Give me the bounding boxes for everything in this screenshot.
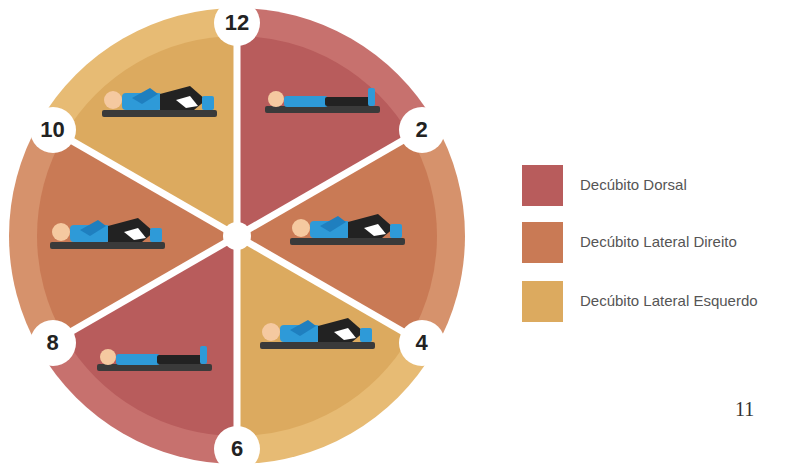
hour-circle: 2 (398, 106, 446, 154)
hour-circle: 12 (213, 0, 261, 47)
legend-label: Decúbito Lateral Direito (580, 233, 737, 250)
legend-swatch (522, 165, 563, 206)
hour-number: 2 (415, 117, 427, 143)
hour-circle: 8 (29, 319, 77, 367)
circle-shape (214, 0, 260, 46)
circle-shape (399, 320, 445, 366)
hour-number: 8 (46, 330, 58, 356)
legend-swatch (522, 281, 563, 322)
hour-number: 4 (415, 330, 427, 356)
legend-label: Decúbito Dorsal (580, 176, 687, 193)
legend-swatch (522, 222, 563, 263)
circle-shape (399, 107, 445, 153)
hour-circle: 10 (29, 106, 77, 154)
legend-label: Decúbito Lateral Esquerdo (580, 292, 758, 309)
circle-shape (30, 320, 76, 366)
hour-number: 6 (231, 436, 243, 462)
hour-circle: 6 (213, 425, 261, 464)
circle-shape (30, 107, 76, 153)
hour-number: 10 (40, 117, 64, 143)
hour-circle: 4 (398, 319, 446, 367)
circle-shape (214, 426, 260, 464)
page-number: 11 (735, 398, 754, 421)
hour-number: 12 (225, 10, 249, 36)
